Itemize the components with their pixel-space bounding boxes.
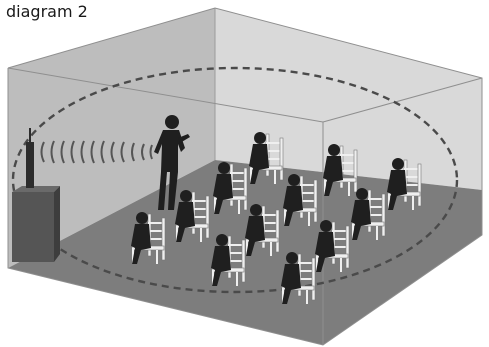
dashed-field-ellipse [11, 66, 459, 294]
room-outline [7, 7, 483, 346]
sound-wave-icon [40, 140, 153, 164]
speaker-person-icon [154, 115, 190, 210]
front-top-edge [7, 67, 324, 123]
loudspeaker-icon [12, 128, 60, 262]
diagram-title: diagram 2 [6, 2, 88, 21]
front-right-edge [322, 77, 483, 123]
